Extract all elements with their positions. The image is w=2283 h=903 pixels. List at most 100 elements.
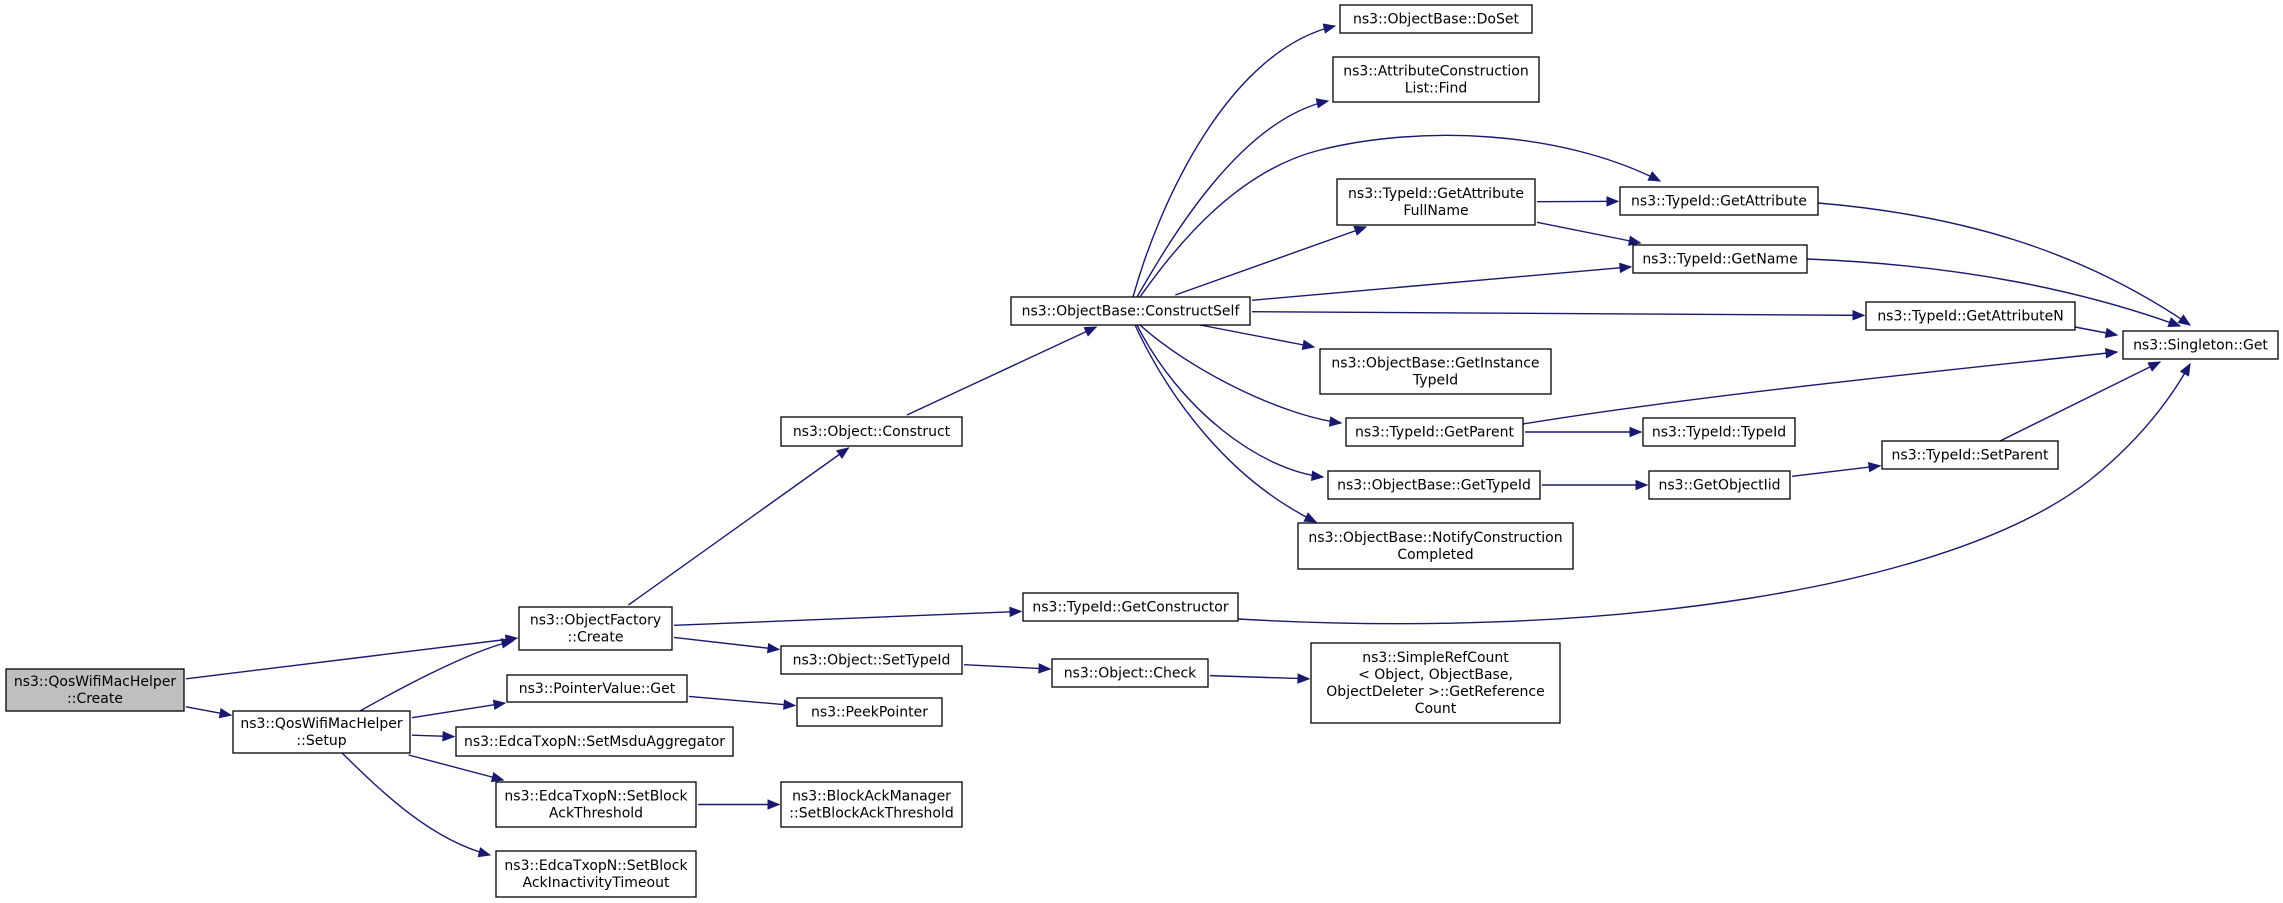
node-label: ns3::EdcaTxopN::SetBlock xyxy=(504,858,688,874)
node-box xyxy=(232,710,411,754)
function-node[interactable]: ns3::PointerValue::Get xyxy=(506,674,688,703)
node-label: ns3::ObjectFactory xyxy=(530,613,661,629)
node-label: ns3::TypeId::GetAttribute xyxy=(1631,194,1807,210)
function-node[interactable]: ns3::Object::SetTypeId xyxy=(780,645,963,675)
node-box xyxy=(780,416,963,447)
arrowhead-icon xyxy=(1009,606,1023,618)
function-node[interactable]: ns3::TypeId::GetConstructor xyxy=(1022,592,1239,622)
node-label: ns3::AttributeConstruction xyxy=(1343,64,1528,80)
node-label: ns3::ObjectBase::ConstructSelf xyxy=(1022,304,1241,320)
function-node[interactable]: ns3::TypeId::SetParent xyxy=(1881,440,2059,470)
edge-n10-to-n9 xyxy=(1536,196,1620,207)
edge-line xyxy=(1136,100,1329,298)
function-node[interactable]: ns3::Object::Check xyxy=(1051,658,1209,688)
function-node[interactable]: ns3::BlockAckManager::SetBlockAckThresho… xyxy=(780,781,963,828)
function-node[interactable]: ns3::QosWifiMacHelper::Setup xyxy=(232,710,411,754)
arrowhead-icon xyxy=(835,447,850,459)
node-label: ::Setup xyxy=(296,733,346,749)
edge-n21-to-n22 xyxy=(1209,673,1311,684)
node-label: ns3::QosWifiMacHelper xyxy=(240,716,403,732)
arrowhead-icon xyxy=(2105,348,2119,359)
function-node[interactable]: ns3::SimpleRefCount< Object, ObjectBase,… xyxy=(1310,642,1561,724)
node-label: ns3::ObjectBase::DoSet xyxy=(1353,12,1519,28)
node-box xyxy=(1881,440,2059,470)
edge-n11-to-n17 xyxy=(1806,258,2182,328)
edge-n4-to-n21 xyxy=(963,663,1052,674)
edge-n19-to-n20 xyxy=(1791,461,1882,478)
arrowhead-icon xyxy=(218,707,233,719)
node-label: Completed xyxy=(1397,547,1473,563)
node-box xyxy=(1345,417,1524,447)
edge-n5-to-n17 xyxy=(1237,362,2191,625)
edge-line xyxy=(1199,324,1315,348)
edge-n2-to-n23 xyxy=(411,699,507,719)
arrowhead-icon xyxy=(1619,262,1633,274)
node-label: ns3::Singleton::Get xyxy=(2133,338,2268,354)
function-node[interactable]: ns3::Object::Construct xyxy=(780,416,963,447)
function-node[interactable]: ns3::TypeId::GetParent xyxy=(1345,417,1524,447)
edge-n6-to-n15 xyxy=(1136,324,1325,481)
function-node[interactable]: ns3::ObjectBase::GetTypeId xyxy=(1327,470,1541,500)
function-node[interactable]: ns3::ObjectFactory::Create xyxy=(518,606,673,651)
arrowhead-icon xyxy=(1353,225,1368,236)
function-node[interactable]: ns3::TypeId::GetName xyxy=(1632,244,1808,274)
node-label: AckThreshold xyxy=(549,806,643,822)
arrowhead-icon xyxy=(1627,235,1642,246)
arrowhead-icon xyxy=(477,847,492,858)
node-box xyxy=(1642,417,1796,447)
arrowhead-icon xyxy=(2104,327,2119,339)
root-function-node[interactable]: ns3::QosWifiMacHelper::Create xyxy=(5,668,185,712)
edge-n1-to-n4 xyxy=(673,636,781,654)
arrowhead-icon xyxy=(1083,326,1098,337)
node-box xyxy=(1332,56,1540,103)
node-box xyxy=(455,726,734,757)
arrowhead-icon xyxy=(767,799,781,810)
node-label: ns3::TypeId::SetParent xyxy=(1892,448,2049,464)
function-node[interactable]: ns3::ObjectBase::ConstructSelf xyxy=(1010,296,1251,326)
function-node[interactable]: ns3::EdcaTxopN::SetBlockAckInactivityTim… xyxy=(495,850,697,898)
node-box xyxy=(1310,642,1561,724)
edge-n6-to-n16 xyxy=(1134,324,1318,523)
edge-n1-to-n3 xyxy=(628,447,850,606)
edge-line xyxy=(1209,674,1310,680)
node-box xyxy=(1619,186,1819,216)
edge-line xyxy=(1251,266,1632,301)
edge-n2-to-n28 xyxy=(341,752,492,858)
arrowhead-icon xyxy=(442,730,456,742)
edge-line xyxy=(1791,465,1881,478)
edge-n15-to-n19 xyxy=(1542,479,1649,491)
edge-line xyxy=(1237,363,2191,625)
edge-line xyxy=(1806,258,2181,327)
function-node[interactable]: ns3::Singleton::Get xyxy=(2122,330,2279,360)
node-label: ns3::ObjectBase::GetInstance xyxy=(1331,356,1539,372)
function-node[interactable]: ns3::ObjectBase::NotifyConstructionCompl… xyxy=(1297,522,1574,570)
edge-n2-to-n1 xyxy=(359,638,515,712)
node-box xyxy=(1022,592,1239,622)
function-node[interactable]: ns3::EdcaTxopN::SetBlockAckThreshold xyxy=(495,781,697,828)
edge-n1-to-n5 xyxy=(673,606,1023,627)
node-label: ns3::TypeId::TypeId xyxy=(1652,425,1786,441)
node-label: ::Create xyxy=(67,691,123,707)
node-label: AckInactivityTimeout xyxy=(523,875,670,891)
edge-n26-to-n27 xyxy=(698,799,781,810)
arrowhead-icon xyxy=(1852,310,1866,321)
function-node[interactable]: ns3::TypeId::GetAttribute xyxy=(1619,186,1819,216)
edge-line xyxy=(408,754,504,781)
node-label: ns3::Object::SetTypeId xyxy=(793,653,951,669)
edge-line xyxy=(1536,221,1641,244)
edge-line xyxy=(1817,202,2191,326)
node-label: ns3::TypeId::GetName xyxy=(1642,252,1797,268)
function-node[interactable]: ns3::ObjectBase::DoSet xyxy=(1339,4,1533,34)
edge-n3-to-n6 xyxy=(906,326,1098,416)
function-node[interactable]: ns3::EdcaTxopN::SetMsduAggregator xyxy=(455,726,734,757)
node-label: ns3::TypeId::GetAttribute xyxy=(1348,186,1524,202)
edge-line xyxy=(411,702,506,719)
function-node[interactable]: ns3::GetObjectIid xyxy=(1648,470,1791,500)
function-node[interactable]: ns3::TypeId::TypeId xyxy=(1642,417,1796,447)
function-node[interactable]: ns3::TypeId::GetAttributeN xyxy=(1865,301,2076,331)
function-node[interactable]: ns3::PeekPointer xyxy=(796,697,943,727)
node-label: ns3::GetObjectIid xyxy=(1659,478,1781,494)
